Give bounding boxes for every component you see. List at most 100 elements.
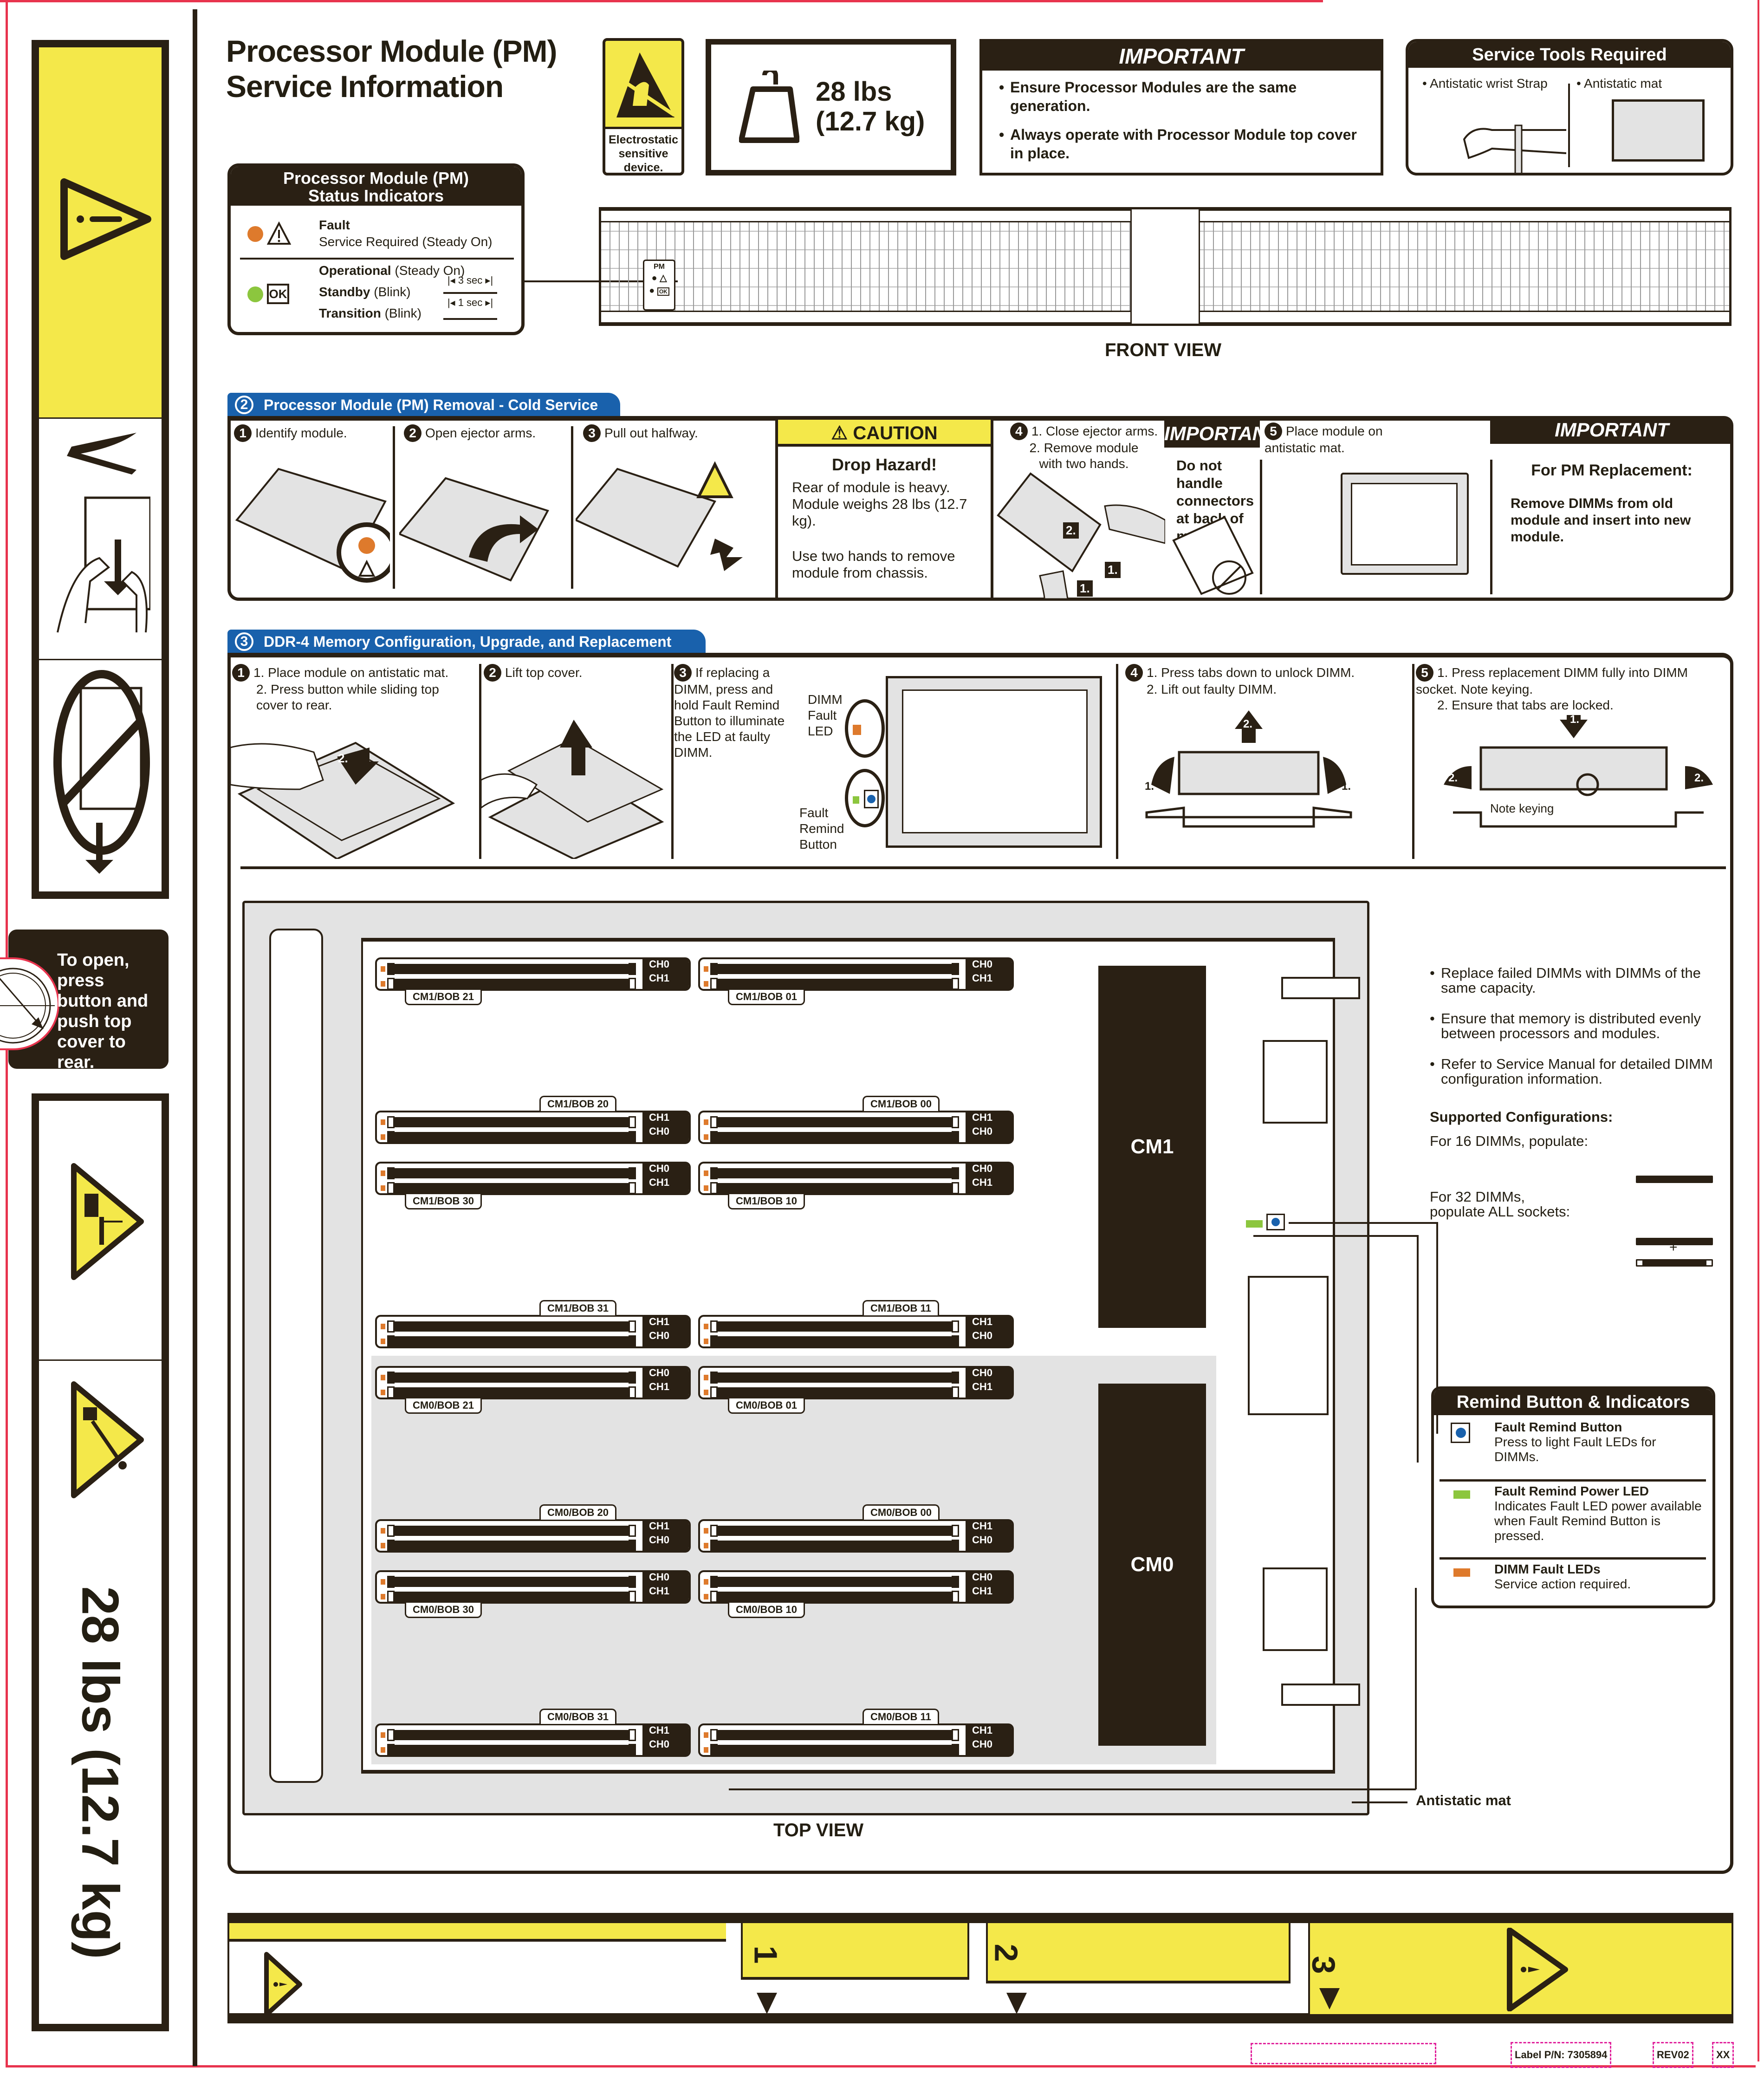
dimm-socket[interactable] <box>387 1591 636 1603</box>
dimm-socket[interactable] <box>387 1131 636 1143</box>
dimm-socket[interactable] <box>387 1320 636 1333</box>
dimm-latch[interactable] <box>387 1744 395 1756</box>
dimm-latch[interactable] <box>710 1167 718 1179</box>
dimm-socket[interactable] <box>710 1591 959 1603</box>
dimm-socket[interactable] <box>710 1540 959 1552</box>
dimm-latch[interactable] <box>387 1729 395 1741</box>
dimm-latch[interactable] <box>710 1540 718 1552</box>
dimm-socket[interactable] <box>387 1576 636 1588</box>
dimm-latch[interactable] <box>710 1591 718 1603</box>
dimm-latch[interactable] <box>629 1744 636 1756</box>
dimm-latch[interactable] <box>387 1182 395 1194</box>
dimm-latch[interactable] <box>629 963 636 975</box>
dimm-latch[interactable] <box>387 1335 395 1347</box>
dimm-latch[interactable] <box>710 1744 718 1756</box>
dimm-latch[interactable] <box>629 1540 636 1552</box>
dimm-latch[interactable] <box>952 1116 959 1128</box>
dimm-latch[interactable] <box>387 1131 395 1143</box>
dimm-socket[interactable] <box>710 1335 959 1347</box>
dimm-socket[interactable] <box>710 1744 959 1756</box>
dimm-latch[interactable] <box>710 1320 718 1333</box>
dimm-socket[interactable] <box>387 1167 636 1179</box>
dimm-latch[interactable] <box>387 1320 395 1333</box>
dimm-latch[interactable] <box>387 978 395 990</box>
dimm-socket[interactable] <box>387 1525 636 1537</box>
dimm-latch[interactable] <box>629 1576 636 1588</box>
dimm-socket[interactable] <box>710 1167 959 1179</box>
dimm-latch[interactable] <box>387 1525 395 1537</box>
dimm-latch[interactable] <box>710 1335 718 1347</box>
dimm-latch[interactable] <box>952 1729 959 1741</box>
dimm-latch[interactable] <box>710 1131 718 1143</box>
dimm-latch[interactable] <box>629 978 636 990</box>
dimm-latch[interactable] <box>629 1386 636 1398</box>
dimm-latch[interactable] <box>710 1525 718 1537</box>
dimm-latch[interactable] <box>387 963 395 975</box>
dimm-latch[interactable] <box>952 1335 959 1347</box>
dimm-latch[interactable] <box>710 1116 718 1128</box>
dimm-socket[interactable] <box>710 1525 959 1537</box>
dimm-latch[interactable] <box>952 1386 959 1398</box>
dimm-latch[interactable] <box>710 1386 718 1398</box>
dimm-latch[interactable] <box>952 1131 959 1143</box>
ejector-handle[interactable] <box>269 929 323 1783</box>
dimm-socket[interactable] <box>387 1729 636 1741</box>
dimm-latch[interactable] <box>387 1167 395 1179</box>
dimm-latch[interactable] <box>629 1167 636 1179</box>
dimm-socket[interactable] <box>710 1576 959 1588</box>
fault-remind-button[interactable] <box>1266 1214 1285 1230</box>
dimm-socket[interactable] <box>387 978 636 990</box>
dimm-latch[interactable] <box>710 1576 718 1588</box>
dimm-latch[interactable] <box>952 1372 959 1384</box>
dimm-latch[interactable] <box>952 1744 959 1756</box>
dimm-socket[interactable] <box>387 963 636 975</box>
dimm-latch[interactable] <box>629 1591 636 1603</box>
dimm-latch[interactable] <box>629 1116 636 1128</box>
dimm-latch[interactable] <box>952 1576 959 1588</box>
dimm-latch[interactable] <box>952 1167 959 1179</box>
dimm-latch[interactable] <box>629 1182 636 1194</box>
dimm-latch[interactable] <box>952 1182 959 1194</box>
dimm-socket[interactable] <box>710 978 959 990</box>
dimm-socket[interactable] <box>710 1729 959 1741</box>
dimm-socket[interactable] <box>387 1744 636 1756</box>
dimm-socket[interactable] <box>387 1182 636 1194</box>
dimm-latch[interactable] <box>710 1729 718 1741</box>
dimm-latch[interactable] <box>629 1525 636 1537</box>
dimm-socket[interactable] <box>710 1116 959 1128</box>
dimm-latch[interactable] <box>952 978 959 990</box>
dimm-latch[interactable] <box>952 1320 959 1333</box>
dimm-latch[interactable] <box>952 1540 959 1552</box>
dimm-socket[interactable] <box>710 963 959 975</box>
dimm-socket[interactable] <box>387 1116 636 1128</box>
dimm-latch[interactable] <box>629 1131 636 1143</box>
cover-release-button-icon[interactable] <box>0 957 59 1050</box>
dimm-socket[interactable] <box>710 1320 959 1333</box>
dimm-socket[interactable] <box>387 1335 636 1347</box>
dimm-socket[interactable] <box>387 1372 636 1384</box>
dimm-latch[interactable] <box>629 1320 636 1333</box>
dimm-latch[interactable] <box>710 963 718 975</box>
dimm-socket[interactable] <box>710 1182 959 1194</box>
dimm-socket[interactable] <box>710 1386 959 1398</box>
dimm-latch[interactable] <box>387 1576 395 1588</box>
dimm-latch[interactable] <box>387 1386 395 1398</box>
dimm-latch[interactable] <box>629 1372 636 1384</box>
dimm-socket[interactable] <box>387 1540 636 1552</box>
dimm-latch[interactable] <box>387 1591 395 1603</box>
dimm-latch[interactable] <box>387 1116 395 1128</box>
dimm-latch[interactable] <box>710 1182 718 1194</box>
dimm-latch[interactable] <box>387 1540 395 1552</box>
dimm-latch[interactable] <box>387 1372 395 1384</box>
dimm-socket[interactable] <box>387 1386 636 1398</box>
dimm-latch[interactable] <box>710 978 718 990</box>
dimm-latch[interactable] <box>629 1729 636 1741</box>
dimm-latch[interactable] <box>952 1591 959 1603</box>
dimm-latch[interactable] <box>952 1525 959 1537</box>
dimm-socket[interactable] <box>710 1131 959 1143</box>
dimm-latch[interactable] <box>629 1335 636 1347</box>
dimm-latch[interactable] <box>952 963 959 975</box>
dimm-socket[interactable] <box>710 1372 959 1384</box>
dimm-latch[interactable] <box>710 1372 718 1384</box>
fault-remind-button-icon[interactable] <box>864 790 879 808</box>
